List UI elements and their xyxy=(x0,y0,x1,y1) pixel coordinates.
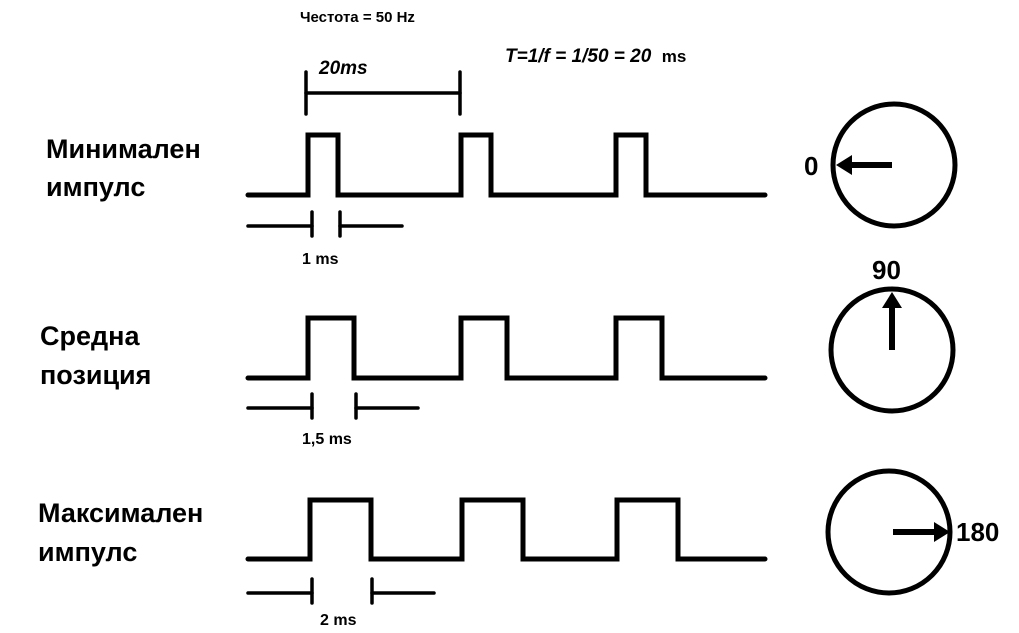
pulse-width-marker xyxy=(246,210,404,238)
arrow-head-icon xyxy=(836,155,852,175)
dial-angle-label: 180 xyxy=(956,517,999,547)
row-title-line1: Средна xyxy=(40,321,140,351)
frequency-label: Честота = 50 Hz xyxy=(300,9,415,26)
arrow-head-icon xyxy=(934,522,950,542)
servo-dial: 90 xyxy=(828,255,956,414)
pulse-width-label: 2 ms xyxy=(320,612,357,629)
pulse-waveform xyxy=(245,315,768,381)
dial-angle-label: 0 xyxy=(804,151,818,181)
pulse-waveform xyxy=(245,497,768,562)
period-bracket xyxy=(304,70,462,116)
formula-text: T=1/f = 1/50 = 20 xyxy=(505,46,652,67)
row-minimum: Минимален импулс 1 ms 0 xyxy=(46,101,958,268)
pulse-width-marker xyxy=(246,392,420,420)
formula-unit: ms xyxy=(662,47,687,66)
dial-circle xyxy=(828,286,956,414)
arrow-head-icon xyxy=(882,292,902,308)
row-maximum: Максимален импулс 2 ms 180 xyxy=(38,468,999,629)
period-label: 20ms xyxy=(318,58,368,79)
pulse-width-label: 1,5 ms xyxy=(302,431,352,448)
row-middle: Средна позиция 1,5 ms 90 xyxy=(40,255,956,448)
row-title-line2: импулс xyxy=(38,537,137,567)
dial-circle xyxy=(830,101,958,229)
servo-dial: 0 xyxy=(804,101,958,229)
row-title-line1: Минимален xyxy=(46,134,201,164)
servo-dial: 180 xyxy=(825,468,999,596)
formula-label: T=1/f = 1/50 = 20 ms xyxy=(505,46,686,67)
pulse-width-label: 1 ms xyxy=(302,251,339,268)
row-title-line2: позиция xyxy=(40,360,151,390)
pulse-waveform xyxy=(245,132,768,198)
pulse-width-marker xyxy=(246,577,436,605)
dial-angle-label: 90 xyxy=(872,255,901,285)
row-title-line1: Максимален xyxy=(38,498,203,528)
row-title-line2: импулс xyxy=(46,172,145,202)
